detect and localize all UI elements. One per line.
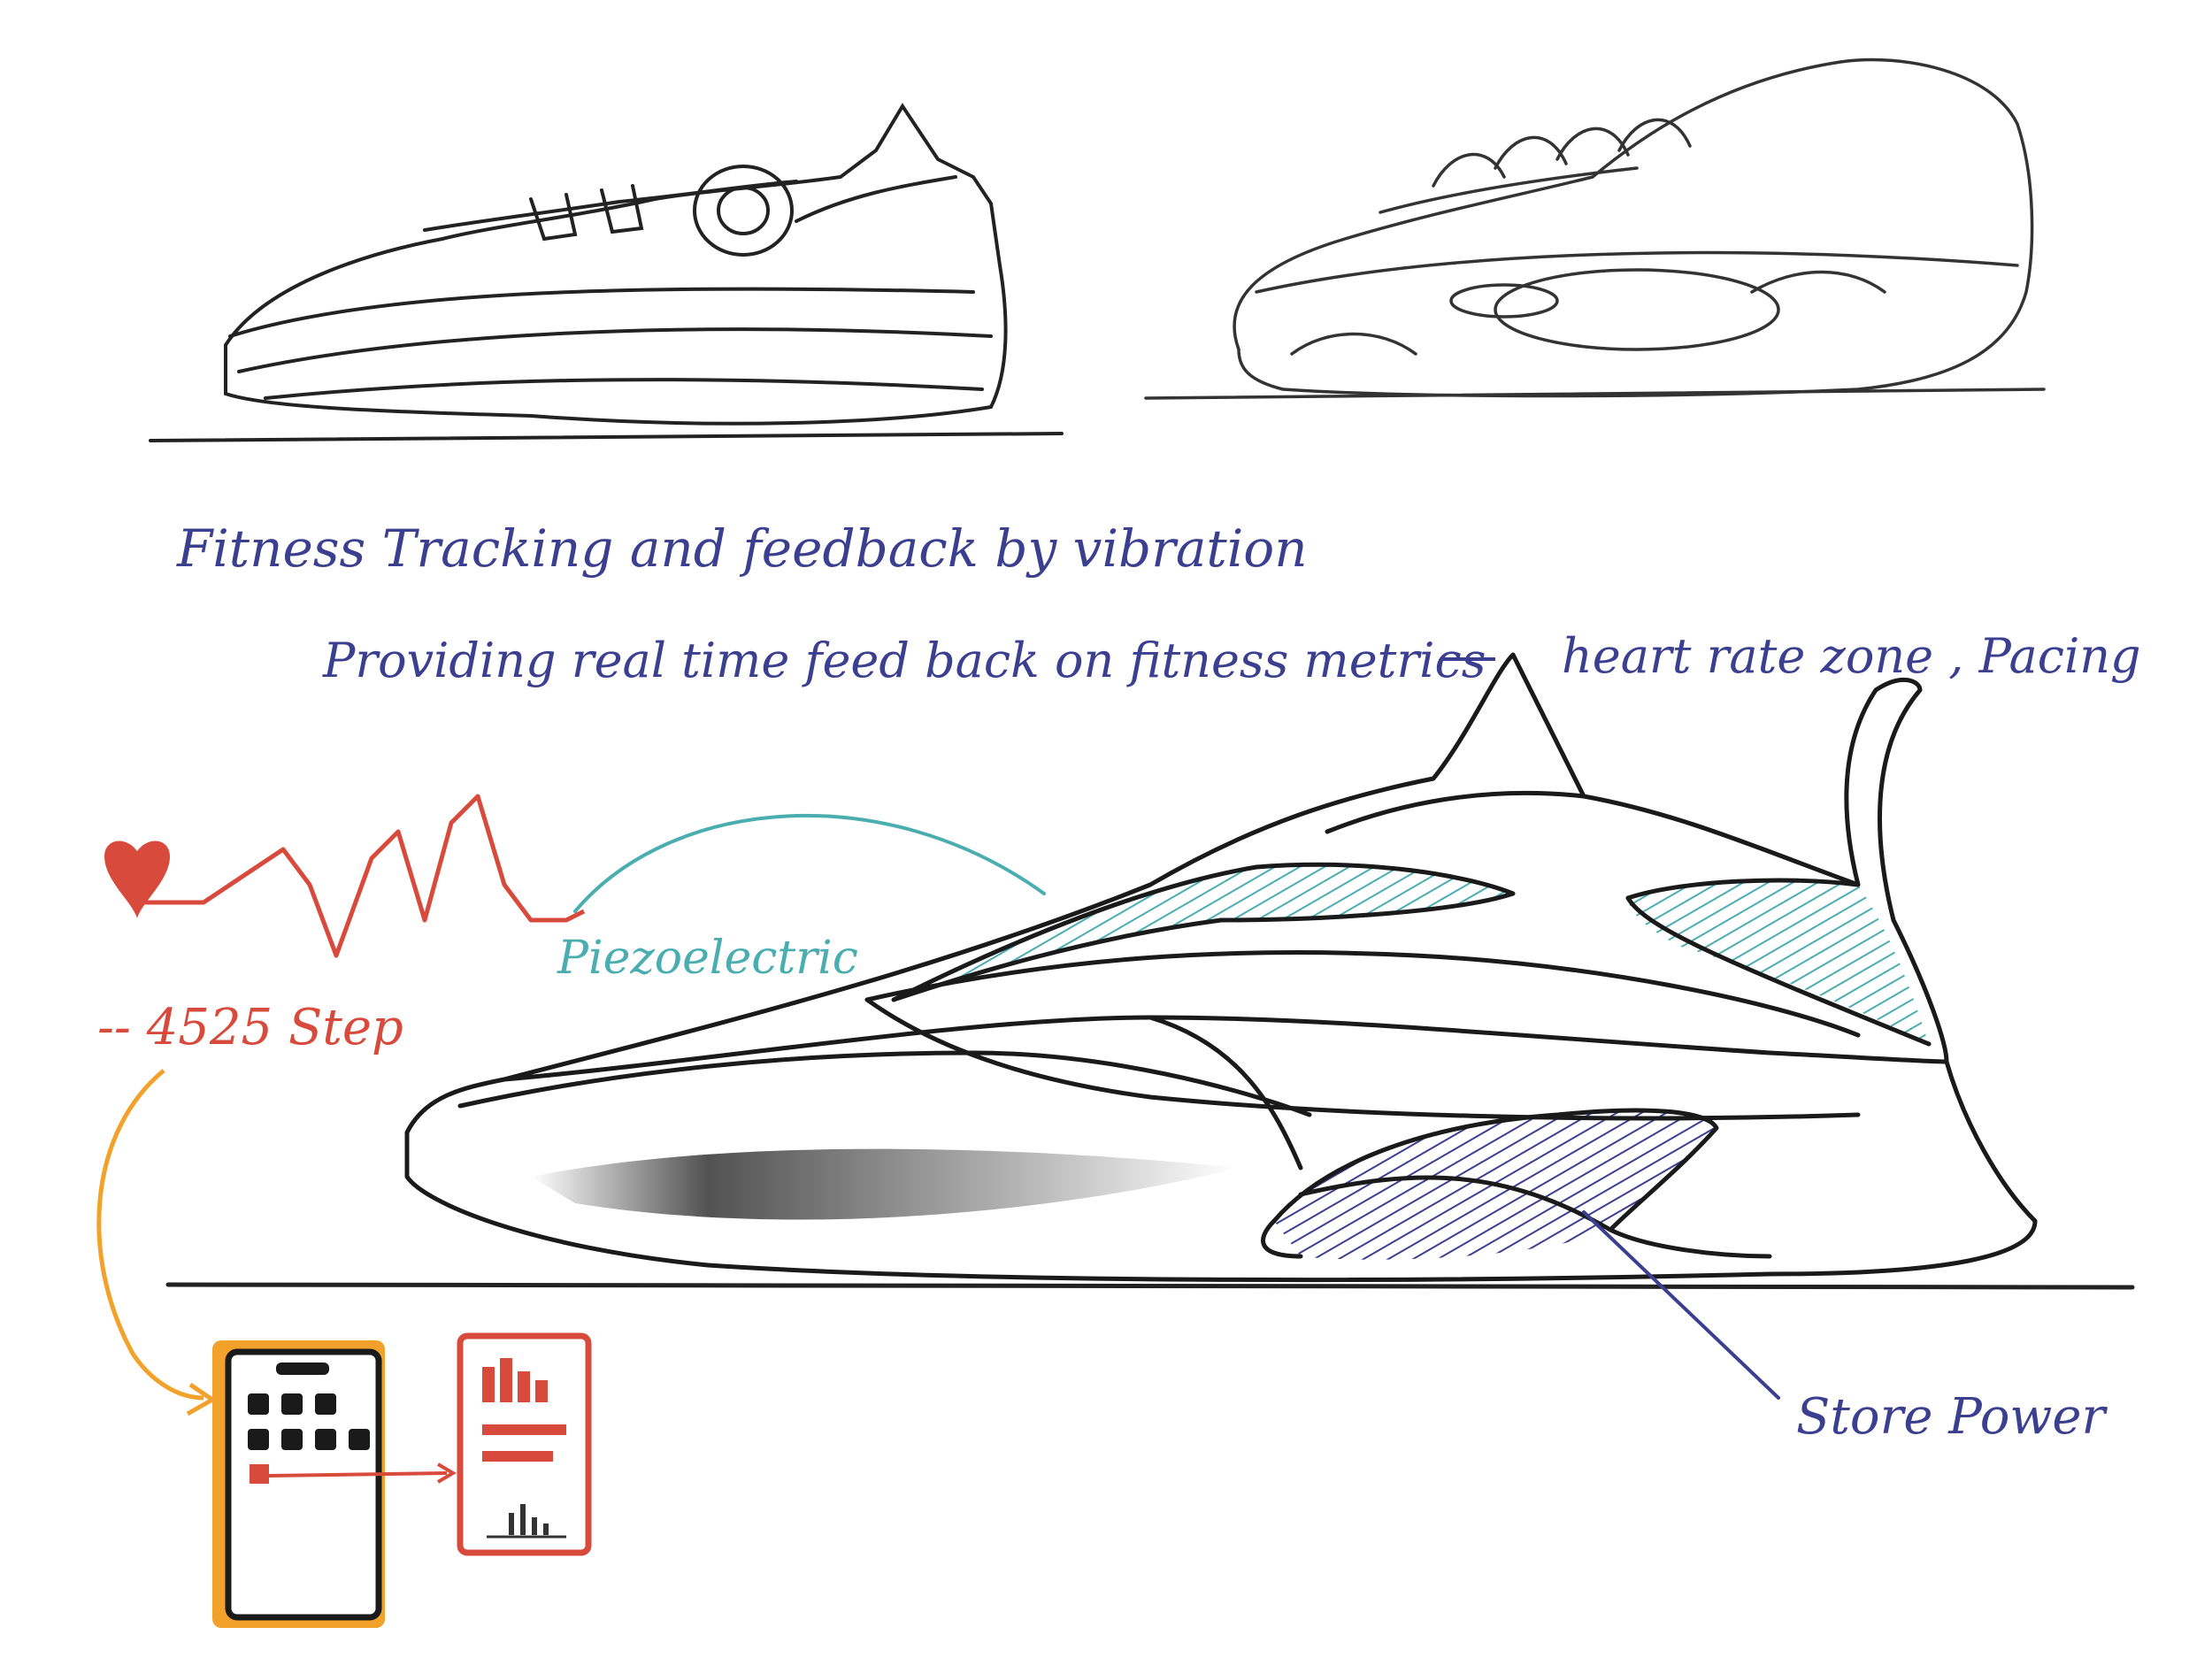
- heart-rate-line: [142, 794, 586, 958]
- ground-line: [165, 1282, 2135, 1290]
- piezo-arc: [573, 813, 1046, 913]
- heart-rate-note: heart rate zone , Pacing: [1562, 628, 2141, 684]
- shoe-sketch-1: [149, 103, 1064, 442]
- shoe-sketch-2: [1144, 58, 2046, 400]
- phone-icon: [212, 1340, 457, 1628]
- piezo-panel-heel: [1628, 880, 1929, 1044]
- main-shoe-concept: [165, 652, 2135, 1400]
- store-power-pointer: [1582, 1210, 1780, 1400]
- fitness-report-icon: [457, 1332, 592, 1556]
- arrow-to-phone: [96, 1069, 204, 1401]
- title-note: Fitness Tracking and feedback by vibrati…: [176, 518, 1308, 579]
- heart-rate-graphic: [104, 794, 586, 958]
- piezo-panel-front: [894, 864, 1513, 1000]
- store-power-note: Store Power: [1796, 1388, 2108, 1446]
- sole-shading: [531, 1148, 1239, 1220]
- steps-note: -- 4525 Step: [97, 999, 403, 1056]
- heart-icon: [104, 841, 170, 918]
- piezoelectric-note: Piezoelectric: [557, 932, 858, 985]
- subtitle-note: Providing real time feed back on fitness…: [322, 633, 1486, 688]
